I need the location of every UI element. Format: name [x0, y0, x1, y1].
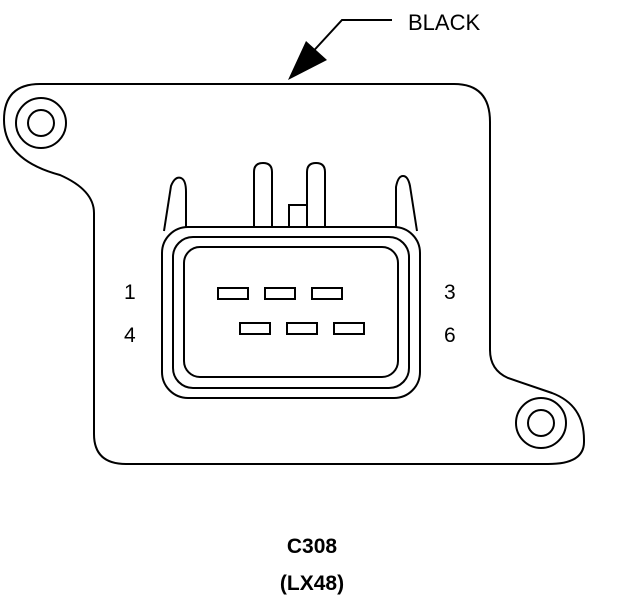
pin-label-6: 6 — [444, 324, 456, 347]
connector-housing — [161, 226, 421, 399]
mounting-plate — [2, 83, 585, 465]
pin-6 — [333, 322, 365, 335]
wire-color-leader — [306, 19, 392, 59]
pin-label-4: 4 — [124, 324, 136, 347]
mounting-hole-top-left — [15, 97, 67, 149]
pin-2 — [264, 287, 296, 300]
pin-1 — [217, 287, 249, 300]
wire-color-label: BLACK — [408, 10, 481, 35]
pin-4 — [239, 322, 271, 335]
connector-code: (LX48) — [279, 572, 345, 595]
pin-label-3: 3 — [444, 281, 456, 304]
connector-id: C308 — [286, 535, 338, 558]
leader-arrowhead — [288, 41, 327, 80]
pin-label-1: 1 — [124, 281, 136, 304]
pin-3 — [311, 287, 343, 300]
connector-latch-tabs — [163, 161, 418, 232]
pin-terminals — [217, 287, 365, 335]
mounting-hole-bottom-right — [515, 397, 567, 449]
pin-5 — [286, 322, 318, 335]
